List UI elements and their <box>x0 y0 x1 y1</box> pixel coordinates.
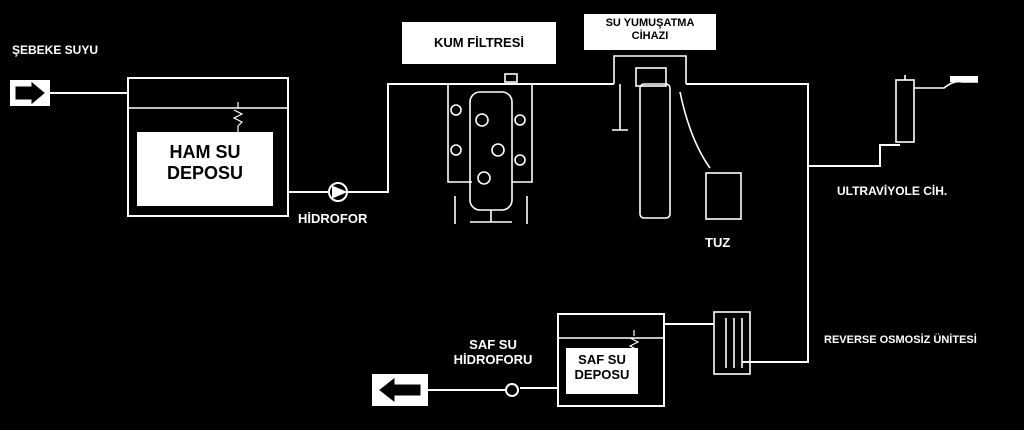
su-yumusatma-label: SU YUMUŞATMA CİHAZI <box>584 14 716 50</box>
saf-su-hidroforu-line-1: SAF SU <box>469 337 517 352</box>
ham-su-line-2: DEPOSU <box>166 162 244 183</box>
saf-su-hidroforu-line-2: HİDROFORU <box>453 351 533 367</box>
level-float-icon <box>232 102 244 132</box>
saf-su-deposu-line-1: SAF SU <box>578 352 626 367</box>
reverse-osmosiz-label: REVERSE OSMOSİZ ÜNİTESİ <box>824 334 977 346</box>
sebeke-suyu-label: ŞEBEKE SUYU <box>12 43 99 57</box>
pump-icon <box>328 182 348 202</box>
pure-pump-icon <box>505 383 519 397</box>
saf-su-deposu-label: SAF SU DEPOSU <box>566 348 638 394</box>
softener-unit <box>612 55 742 220</box>
pipe-to-uv <box>808 144 900 167</box>
outlet-arrow-icon <box>372 374 428 406</box>
saf-su-deposu-line-2: DEPOSU <box>574 366 630 382</box>
raw-water-tank <box>127 77 289 217</box>
su-yumusatma-line-2: CİHAZI <box>631 29 669 42</box>
uv-unit <box>895 75 978 143</box>
hidrofor-label: HİDROFOR <box>298 211 368 226</box>
pipe-softener-to-riser <box>686 83 809 363</box>
ultraviyole-label: ULTRAVİYOLE CİH. <box>837 184 948 198</box>
tuz-label: TUZ <box>705 235 731 250</box>
pipe-pump-to-filter <box>348 83 528 193</box>
ro-unit <box>713 311 751 375</box>
saf-su-hidroforu-label: SAF SU HİDROFORU <box>434 337 552 368</box>
su-yumusatma-line-1: SU YUMUŞATMA <box>605 17 695 29</box>
pure-water-tank <box>557 313 665 407</box>
kum-filtresi-label: KUM FİLTRESİ <box>402 22 556 64</box>
ham-su-deposu-label: HAM SU DEPOSU <box>137 132 273 206</box>
ham-su-line-1: HAM SU <box>169 142 241 162</box>
sand-filter-unit <box>447 73 533 224</box>
inlet-arrow-icon <box>10 80 50 106</box>
